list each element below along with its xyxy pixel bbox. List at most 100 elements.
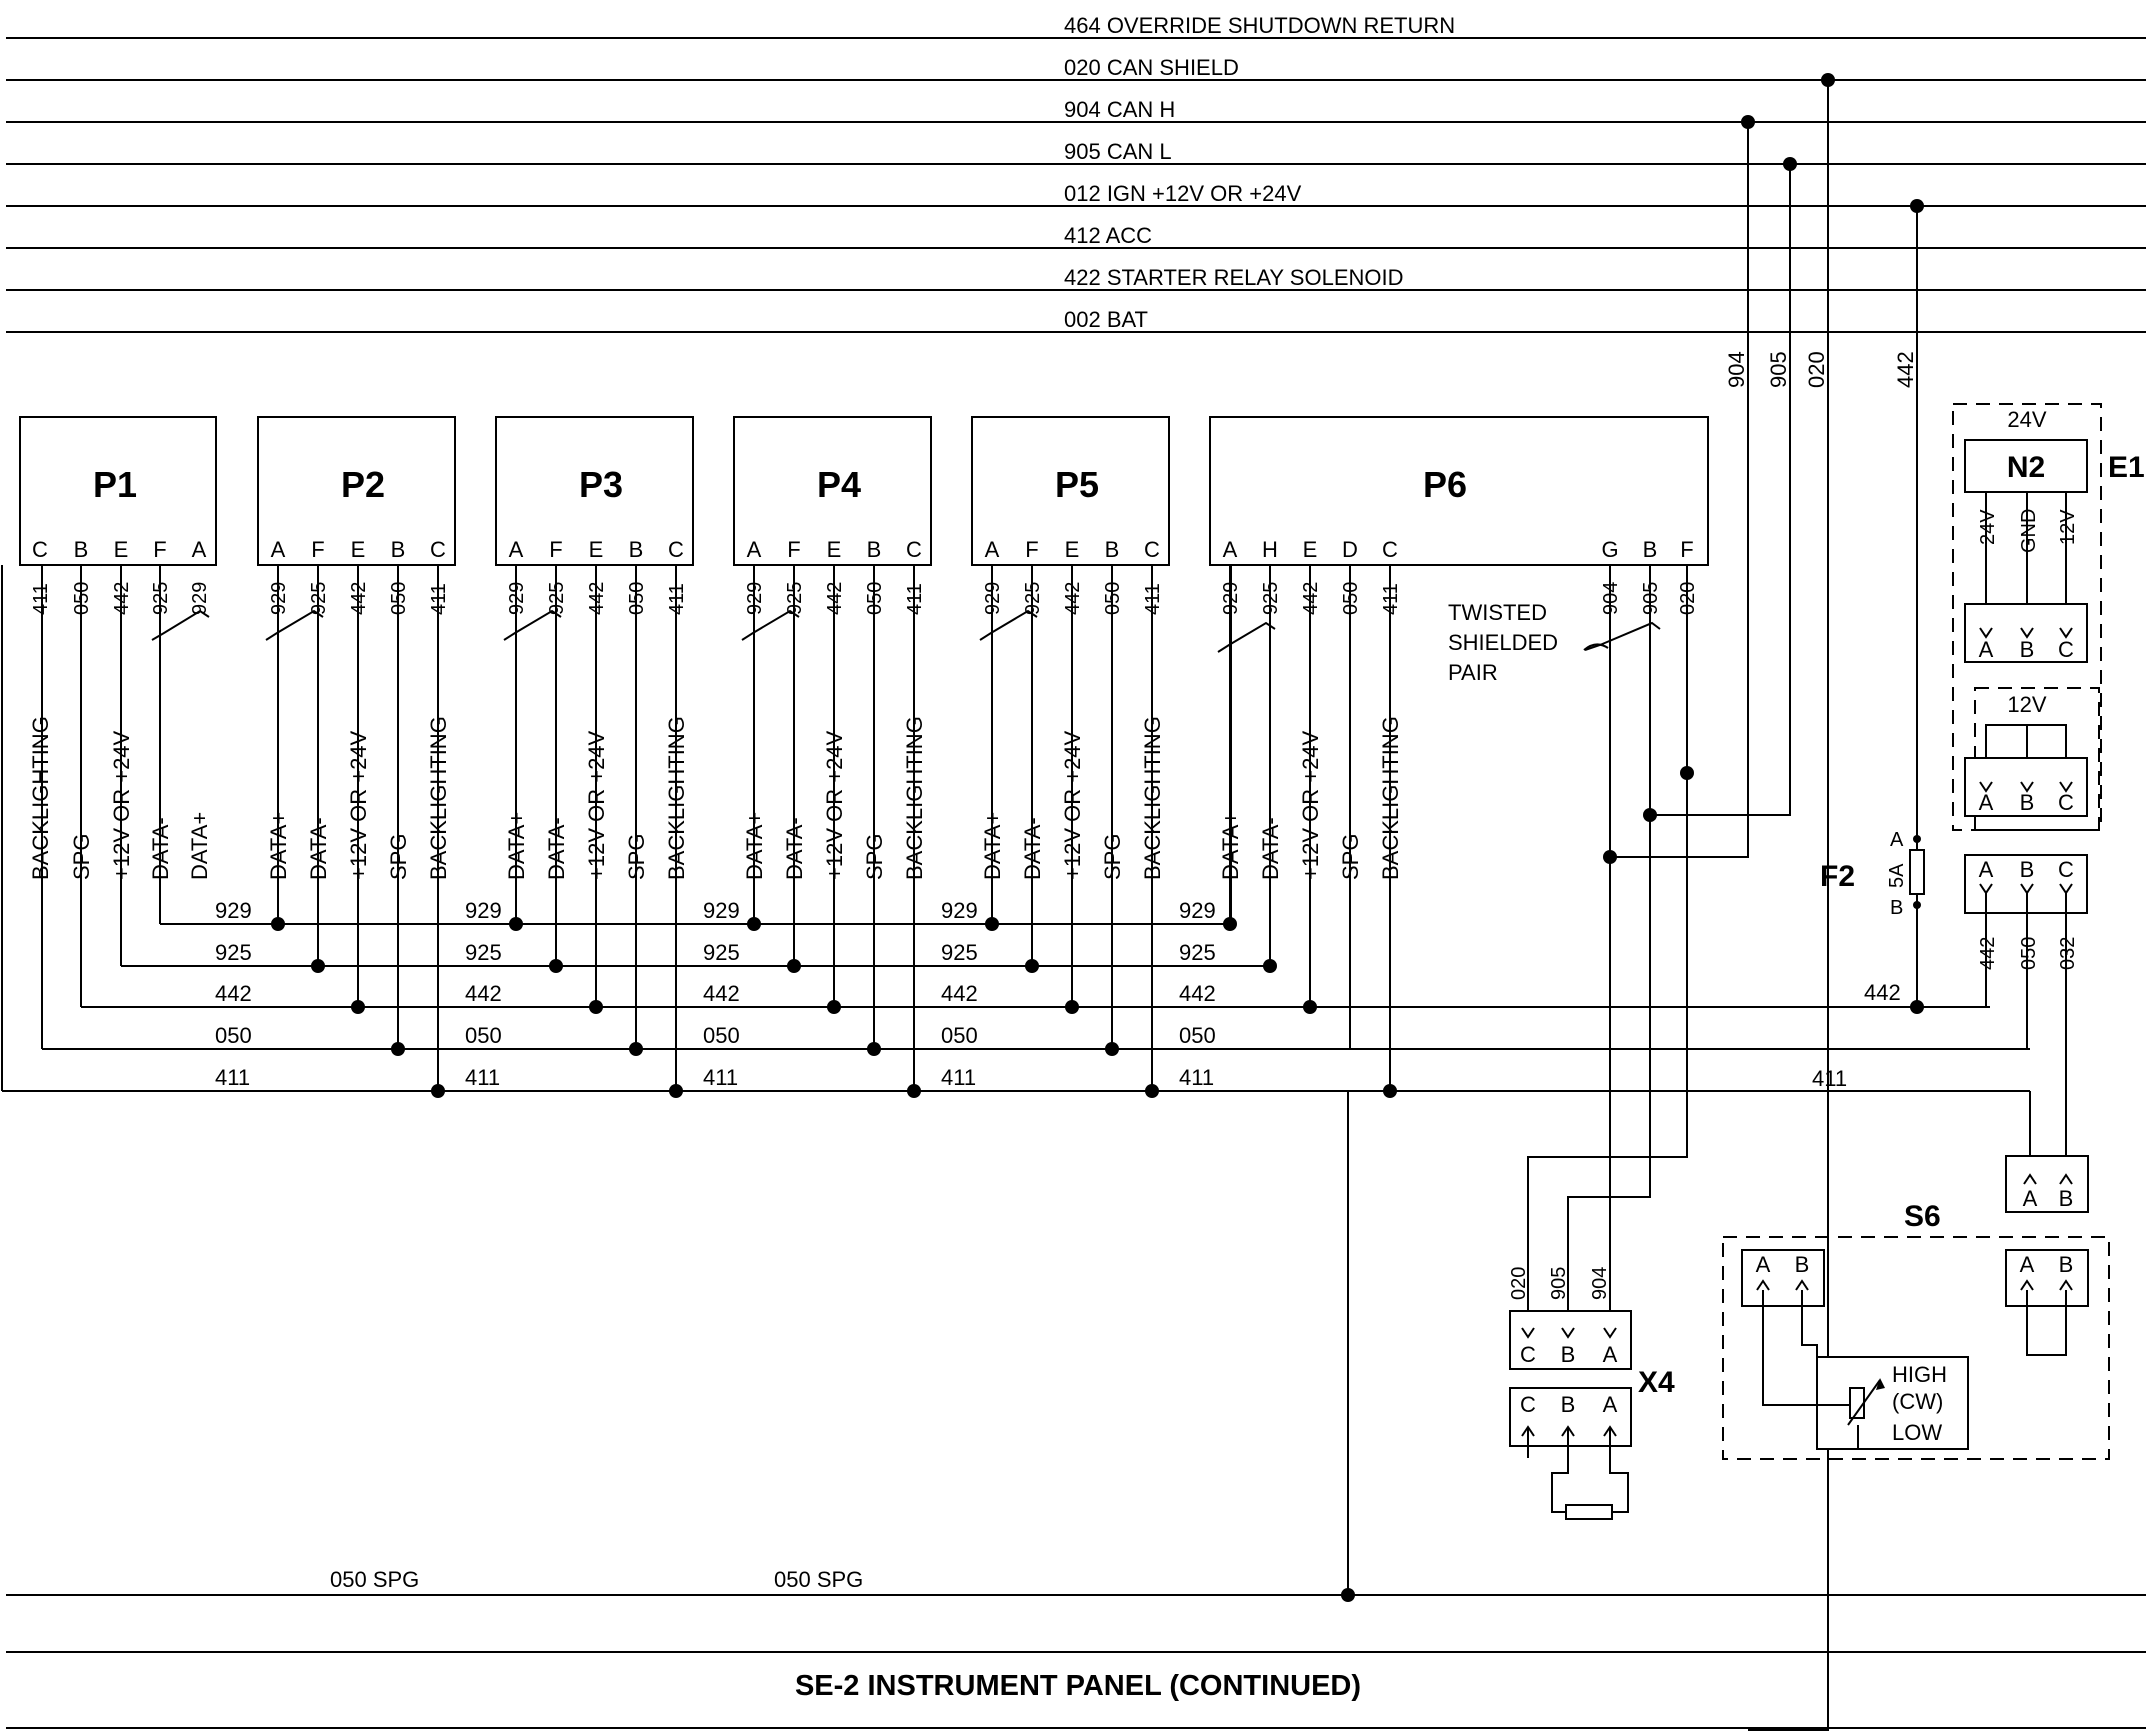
twist-lead [1583, 643, 1609, 651]
pin-letter: A [1223, 537, 1238, 562]
bus-label-904: 904 CAN H [1064, 97, 1175, 122]
twist-mark [265, 609, 324, 641]
spg-label-right: 050 SPG [774, 1567, 863, 1592]
pin-letter: E [351, 537, 366, 562]
drop-label-020: 020 [1804, 351, 1829, 388]
dimmer-pin-a: A [2023, 1186, 2038, 1211]
pin-letter: C [32, 537, 48, 562]
junction-dot [1821, 73, 1835, 87]
s6-right-connector [2005, 1249, 2089, 1307]
harness-label-050: 050 [941, 1023, 978, 1048]
bus-label-412: 412 ACC [1064, 223, 1152, 248]
pin-letter: A [192, 537, 207, 562]
drop-label-904: 904 [1724, 351, 1749, 388]
x4-upper-pin-b: B [1561, 1342, 1576, 1367]
pin-letter: F [787, 537, 800, 562]
x4-connector: 020 905 904 C B A X4 C B A [1508, 565, 1694, 1520]
jumper-voltage: 12V [2007, 692, 2046, 717]
e1-out-050: 050 [2018, 937, 2040, 970]
junction-dot [1643, 808, 1657, 822]
module-boxes: P1 P2 P3 P4 P5 P6 [19, 416, 1709, 566]
s6-right-pin-a: A [2020, 1252, 2035, 1277]
jumper-pin-a: A [1979, 790, 1994, 815]
x4-lower-pin-c: C [1520, 1392, 1536, 1417]
twisted-pair-label-1: TWISTED [1448, 600, 1547, 625]
pin-letter: C [430, 537, 446, 562]
x4-upper-pin-c: C [1520, 1342, 1536, 1367]
harness-label-929: 929 [1179, 898, 1216, 923]
s6-low: LOW [1892, 1420, 1942, 1445]
arrow-up-icon [1756, 1279, 1809, 1291]
pin-letter: C [1144, 537, 1160, 562]
bus-label-464: 464 OVERRIDE SHUTDOWN RETURN [1064, 13, 1455, 38]
harness-label-050: 050 [703, 1023, 740, 1048]
e1-out-032: 032 [2057, 937, 2079, 970]
x4-upper-connector [1509, 1310, 1632, 1370]
signal-label: DATA+ [187, 812, 212, 880]
twisted-pair-label-2: SHIELDED [1448, 630, 1558, 655]
harness-label-411: 411 [465, 1065, 500, 1090]
spg-label-left: 050 SPG [330, 1567, 419, 1592]
s6-switch: S6 A B A B HIGH (CW) LOW [1722, 1200, 2110, 1460]
pin-letter: B [1643, 537, 1658, 562]
e1-upper-pin-c: C [2058, 637, 2074, 662]
harness-label-411: 411 [941, 1065, 976, 1090]
e1-lower-pin-b: B [2020, 857, 2035, 882]
e1-upper-pin-b: B [2020, 637, 2035, 662]
pin-letter: A [985, 537, 1000, 562]
arrow-up-icon [2020, 1279, 2073, 1291]
harness-label-411: 411 [1179, 1065, 1214, 1090]
x4-wire-020 [1527, 565, 1688, 1310]
wire-904-drop [1610, 122, 1749, 858]
pin-letter: F [311, 537, 324, 562]
pin-letter: B [629, 537, 644, 562]
wire-number: 929 [189, 582, 211, 615]
backlight-right-label: 411 [1812, 1066, 1847, 1091]
s6-cw: (CW) [1892, 1389, 1943, 1414]
junction-dot [1910, 1000, 1924, 1014]
harness-label-442: 442 [465, 981, 502, 1006]
wire-905-drop [1650, 164, 1791, 816]
pin-letter: C [668, 537, 684, 562]
arrow-up-icon [1876, 1378, 1885, 1390]
pin-letter: D [1342, 537, 1358, 562]
twisted-pair-label-3: PAIR [1448, 660, 1498, 685]
harness-label-442: 442 [1179, 981, 1216, 1006]
module-p2 [257, 416, 456, 566]
junction-dot [1741, 115, 1755, 129]
arrow-down-icon [1521, 1327, 1617, 1339]
harness-bus [1, 565, 2030, 1092]
e1-module: E1 24V N2 24V GND 12V A B C 12V A B C A … [1952, 403, 2145, 1160]
bus-label-422: 422 STARTER RELAY SOLENOID [1064, 265, 1404, 290]
pin-letter: C [1382, 537, 1398, 562]
harness-label-929: 929 [465, 898, 502, 923]
junction-dot [1680, 766, 1694, 780]
module-title-p6: P6 [1423, 464, 1467, 505]
bus-label-905: 905 CAN L [1064, 139, 1172, 164]
pin-letter: C [906, 537, 922, 562]
dimmer-connector [2005, 1155, 2089, 1213]
e1-jumper-connector [1964, 757, 2088, 817]
junction-dot [1341, 1588, 1355, 1602]
harness-label-929: 929 [941, 898, 978, 923]
junction-dot [1603, 850, 1617, 864]
bus-lines: 464 OVERRIDE SHUTDOWN RETURN 020 CAN SHI… [6, 13, 2146, 333]
pin-letter: A [747, 537, 762, 562]
f2-pin-b: B [1890, 897, 1903, 919]
pin-letter: B [391, 537, 406, 562]
f2-pin-a: A [1890, 829, 1904, 851]
junction-dot [1783, 157, 1797, 171]
pin-letter: A [509, 537, 524, 562]
bus-label-020: 020 CAN SHIELD [1064, 55, 1239, 80]
fuse-terminal-a [1913, 835, 1921, 843]
drop-label-442: 442 [1893, 351, 1918, 388]
pin-letter: E [114, 537, 129, 562]
arrow-up-icon [2023, 1173, 2073, 1185]
module-title-p2: P2 [341, 464, 385, 505]
s6-left-connector [1741, 1249, 1825, 1307]
x4-wire-label-020: 020 [1508, 1267, 1530, 1300]
pin-letter: B [867, 537, 882, 562]
jumper-pin-b: B [2020, 790, 2035, 815]
fuse-wire-label: 442 [1864, 980, 1901, 1005]
dimmer-branch: A B 411 [1812, 1066, 2089, 1213]
